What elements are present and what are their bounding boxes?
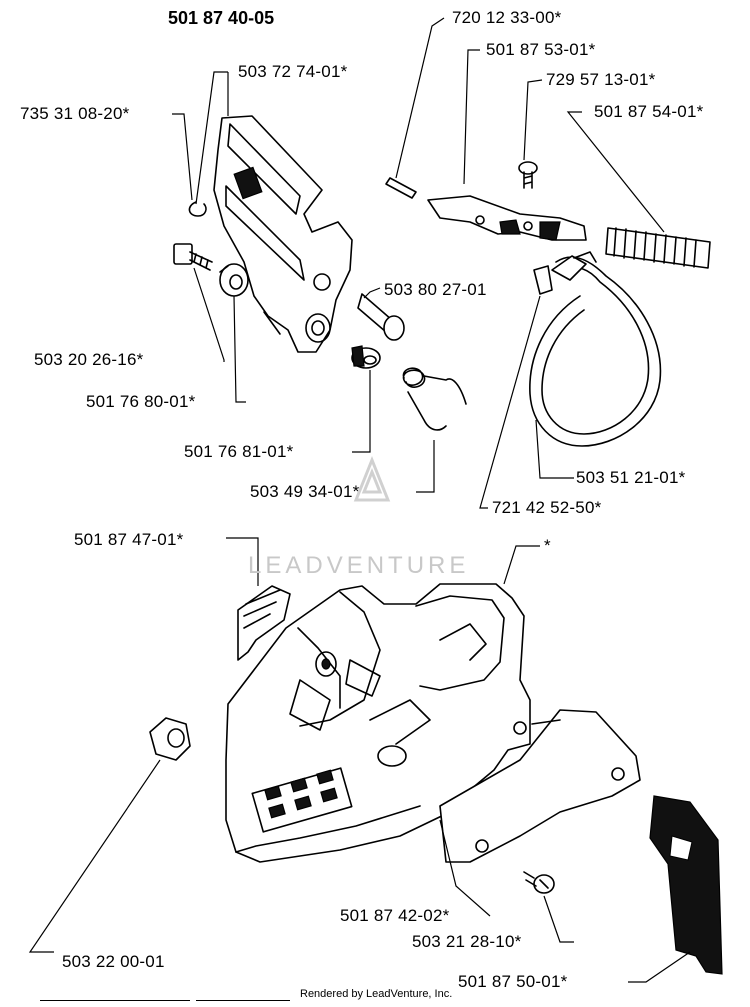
guard-cover-part xyxy=(649,795,723,975)
bolt-part xyxy=(173,243,213,271)
part-label-720-12-33-00[interactable]: 720 12 33-00* xyxy=(452,8,562,27)
spring-pin-part xyxy=(385,177,417,199)
bar-nut-part xyxy=(149,717,191,761)
part-label-503-22-00-01[interactable]: 503 22 00-01 xyxy=(62,952,165,971)
part-label-503-20-26-16[interactable]: 503 20 26-16* xyxy=(34,350,144,369)
lever-screw-part xyxy=(518,161,538,189)
cover-screw-part xyxy=(523,871,555,894)
part-label-501-76-81-01[interactable]: 501 76 81-01* xyxy=(184,442,294,461)
coil-spring-part xyxy=(605,227,711,269)
band-pin-part xyxy=(533,265,553,295)
part-label-501-87-50-01[interactable]: 501 87 50-01* xyxy=(458,972,568,991)
part-label-503-21-28-10[interactable]: 503 21 28-10* xyxy=(412,932,522,951)
sleeve-part xyxy=(351,345,381,369)
pivot-pin-part xyxy=(357,293,405,341)
watermark-text: LEADVENTURE xyxy=(248,552,470,579)
part-label-501-87-42-02[interactable]: 501 87 42-02* xyxy=(340,906,450,925)
brake-band-part xyxy=(529,251,662,447)
part-label-501-87-54-01[interactable]: 501 87 54-01* xyxy=(594,102,704,121)
part-label-721-42-52-50[interactable]: 721 42 52-50* xyxy=(492,498,602,517)
part-label-503-72-74-01[interactable]: 503 72 74-01* xyxy=(238,62,348,81)
circlip-part xyxy=(188,201,207,217)
torsion-spring-part xyxy=(402,367,467,431)
footer-rule-left xyxy=(40,1000,190,1001)
washer-part xyxy=(219,263,249,297)
brake-lever-part xyxy=(427,195,587,241)
part-label-735-31-08-20[interactable]: 735 31 08-20* xyxy=(20,104,130,123)
part-label-503-80-27-01[interactable]: 503 80 27-01 xyxy=(384,280,487,299)
part-label-501-87-47-01[interactable]: 501 87 47-01* xyxy=(74,530,184,549)
chain-guard-insert-part xyxy=(237,585,291,661)
watermark-logo-icon xyxy=(353,455,391,502)
part-label-501-87-53-01[interactable]: 501 87 53-01* xyxy=(486,40,596,59)
side-plate-part xyxy=(439,709,641,863)
part-label-501-76-80-01[interactable]: 501 76 80-01* xyxy=(86,392,196,411)
footer-rule-mid xyxy=(196,1000,290,1001)
leader-lines xyxy=(28,17,691,983)
assembly-title: 501 87 40-05 xyxy=(168,8,275,28)
part-label-503-51-21-01[interactable]: 503 51 21-01* xyxy=(576,468,686,487)
footer-credit: Rendered by LeadVenture, Inc. xyxy=(300,988,453,1000)
part-label-729-57-13-01[interactable]: 729 57 13-01* xyxy=(546,70,656,89)
part-label-unlisted[interactable]: * xyxy=(544,536,551,555)
clutch-cover-part xyxy=(225,583,531,863)
bar-plate-part xyxy=(213,115,353,353)
part-label-503-49-34-01[interactable]: 503 49 34-01* xyxy=(250,482,360,501)
